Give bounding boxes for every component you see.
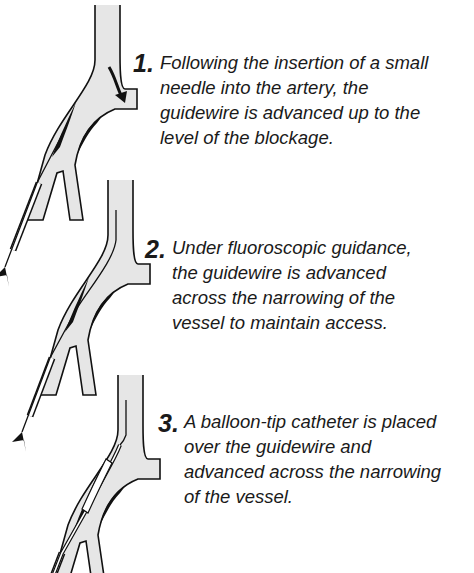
- plaque: [77, 115, 103, 155]
- vessel-step-3: [34, 375, 160, 573]
- guidewire: [120, 400, 126, 445]
- step-number: 2.: [145, 236, 166, 262]
- plaque: [90, 290, 116, 330]
- balloon: [82, 459, 112, 513]
- guidewire: [22, 210, 116, 432]
- guidewire: [5, 133, 63, 267]
- flow-arrow: [115, 91, 127, 103]
- step-number: 3.: [158, 410, 179, 436]
- step-text: A balloon-tip catheter is placed over th…: [184, 409, 452, 509]
- wire-handle: [0, 267, 9, 287]
- sheath: [13, 183, 39, 250]
- balloon-catheter: [38, 445, 120, 573]
- plaque: [52, 102, 76, 157]
- step-number: 1.: [133, 50, 154, 76]
- step-text: Under fluoroscopic guidance, the guidewi…: [172, 235, 442, 335]
- flow-arrow: [109, 67, 121, 95]
- step-text: Following the insertion of a small needl…: [160, 50, 432, 150]
- sheath: [30, 358, 52, 416]
- artery: [40, 180, 150, 395]
- balloon-catheter: [38, 445, 120, 573]
- sheath: [30, 358, 52, 416]
- plaque: [100, 485, 126, 525]
- sheath: [13, 183, 39, 250]
- wire-handle: [12, 432, 26, 452]
